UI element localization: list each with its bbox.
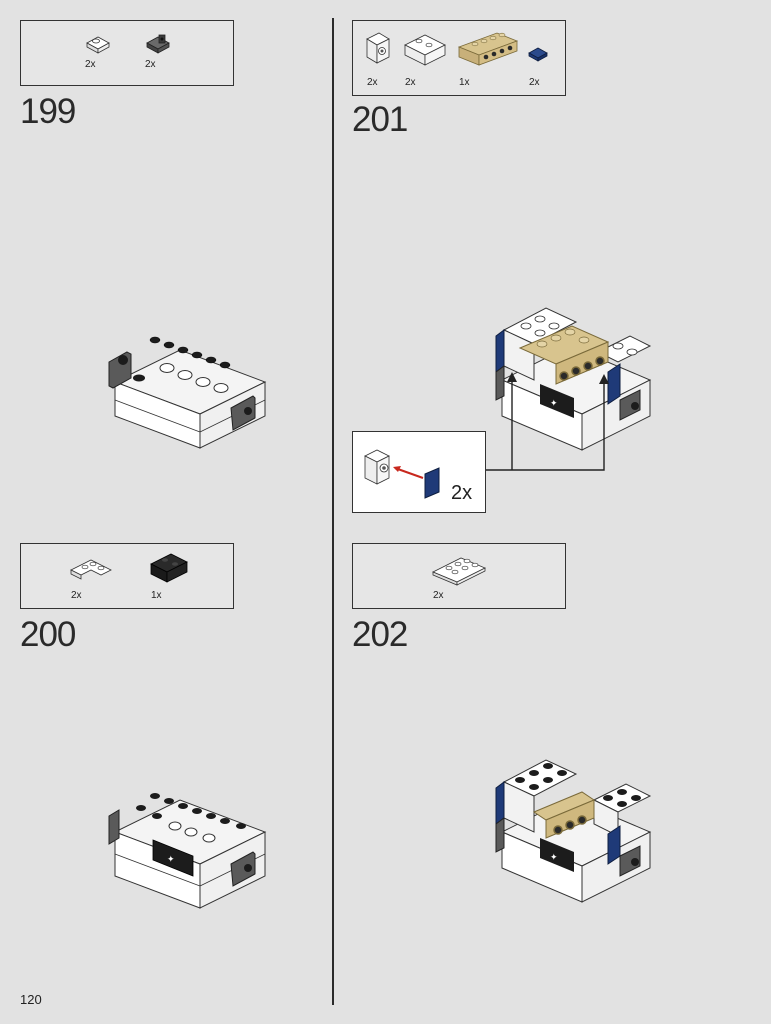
parts-list-step-199: 2x 2x: [20, 20, 234, 86]
part-quantity: 1x: [151, 590, 162, 601]
blue-tile-1x1-icon: [528, 47, 548, 62]
part-quantity: 2x: [529, 77, 540, 88]
part-item: 1x: [457, 31, 521, 88]
part-item: 2x: [365, 31, 425, 88]
callout-quantity: 2x: [451, 482, 473, 504]
parts-list-step-200: 2x 1x: [20, 543, 234, 609]
part-quantity: 2x: [145, 59, 156, 70]
part-quantity: 1x: [459, 77, 470, 88]
part-quantity: 2x: [85, 59, 96, 70]
part-item: 2x: [143, 31, 203, 83]
model-illustration-step-201: ✦: [495, 307, 652, 451]
white-brick-side-stud-icon: [366, 32, 390, 64]
part-item: 2x: [527, 45, 563, 97]
tan-technic-brick-1x4-icon: [457, 32, 519, 66]
model-illustration-step-199: [108, 336, 267, 449]
callout-illustration: [364, 449, 440, 499]
white-plate-1x1-clip-icon: [86, 36, 110, 54]
white-corner-plate-icon: [70, 559, 112, 580]
callout-box-step-201: 2x: [352, 431, 486, 513]
step-number: 202: [352, 615, 408, 654]
white-plate-2x3-icon: [432, 557, 486, 586]
part-item: 2x: [83, 31, 143, 83]
part-item: 2x: [431, 554, 495, 606]
step-number: 201: [352, 100, 408, 139]
part-item: 1x: [149, 550, 209, 602]
model-illustration-step-202: ✦: [495, 759, 652, 903]
page-divider: [332, 18, 334, 1005]
dark-gray-plate-clip-icon: [146, 34, 170, 54]
black-brick-1x2-icon: [150, 553, 188, 583]
part-quantity: 2x: [433, 590, 444, 601]
parts-list-step-201: 2x 2x 1x 2x: [352, 20, 566, 96]
parts-list-step-202: 2x: [352, 543, 566, 609]
white-bracket-brick-icon: [404, 34, 446, 66]
part-quantity: 2x: [367, 77, 378, 88]
svg-text:✦: ✦: [167, 855, 175, 865]
svg-text:✦: ✦: [550, 853, 558, 863]
part-item: 2x: [69, 556, 129, 608]
page-number: 120: [20, 992, 42, 1007]
callout-pointer-lines: [486, 372, 609, 471]
part-item: 2x: [403, 31, 463, 88]
step-number: 199: [20, 92, 76, 131]
step-number: 200: [20, 615, 76, 654]
part-quantity: 2x: [405, 77, 416, 88]
svg-text:✦: ✦: [550, 399, 558, 409]
model-illustration-step-200: ✦: [108, 793, 267, 909]
part-quantity: 2x: [71, 590, 82, 601]
